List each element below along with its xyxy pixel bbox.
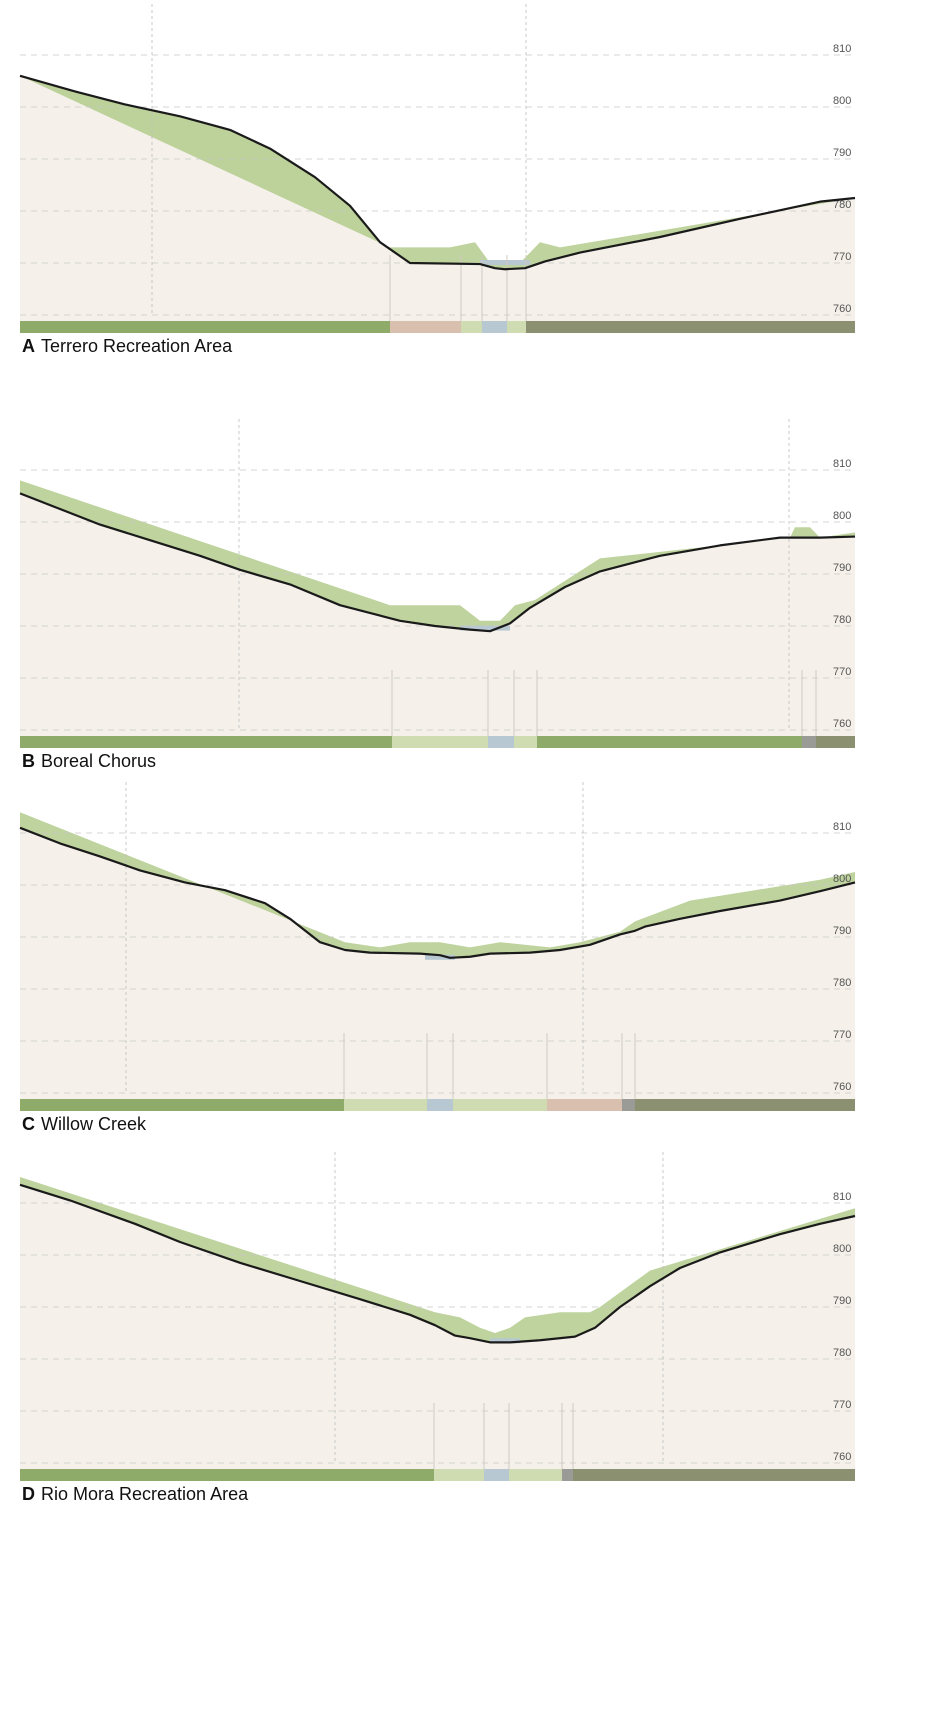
panel-title: Boreal Chorus xyxy=(41,751,156,771)
ground-fill xyxy=(20,493,855,736)
terrain-profile-line xyxy=(19,74,856,271)
panel-title: Rio Mora Recreation Area xyxy=(41,1484,249,1504)
elevation-tick-label: 770 xyxy=(833,251,851,263)
strip-segment-meadow xyxy=(392,736,488,748)
elevation-tick-label: 790 xyxy=(833,925,851,937)
elevation-tick-label: 790 xyxy=(833,147,851,159)
elevation-tick-label: 770 xyxy=(833,1399,851,1411)
strip-segment-gray xyxy=(622,1099,635,1111)
elevation-tick-label: 760 xyxy=(833,1451,851,1463)
panel-caption: D Rio Mora Recreation Area xyxy=(22,1484,249,1504)
elevation-tick-label: 780 xyxy=(833,199,851,211)
elevation-tick-label: 760 xyxy=(833,303,851,315)
elevation-tick-label: 810 xyxy=(833,43,851,55)
strip-segment-water xyxy=(484,1469,509,1481)
elevation-tick-label: 800 xyxy=(833,95,851,107)
panel-title: Terrero Recreation Area xyxy=(41,336,233,356)
panel-caption: C Willow Creek xyxy=(22,1114,147,1134)
strip-segment-water xyxy=(482,321,507,333)
strip-segment-bare xyxy=(547,1099,622,1111)
strip-segment-forest xyxy=(635,1099,855,1111)
strip-segment-meadow xyxy=(461,321,482,333)
water-body xyxy=(480,260,530,265)
elevation-tick-label: 770 xyxy=(833,1029,851,1041)
strip-segment-water xyxy=(488,736,514,748)
strip-segment-upland xyxy=(20,736,392,748)
strip-segment-forest xyxy=(526,321,855,333)
strip-segment-bare xyxy=(390,321,461,333)
elevation-tick-label: 760 xyxy=(833,718,851,730)
vegetation-band xyxy=(20,812,855,958)
elevation-tick-label: 770 xyxy=(833,666,851,678)
strip-segment-upland xyxy=(20,321,390,333)
strip-segment-upland xyxy=(20,1469,434,1481)
strip-segment-gray xyxy=(802,736,816,748)
panel-caption: B Boreal Chorus xyxy=(22,751,156,771)
strip-segment-water xyxy=(427,1099,453,1111)
water-body xyxy=(490,1338,520,1344)
elevation-tick-label: 780 xyxy=(833,614,851,626)
elevation-tick-label: 800 xyxy=(833,873,851,885)
water-body xyxy=(425,954,455,960)
terrain-profile-line xyxy=(19,492,856,633)
strip-segment-forest xyxy=(573,1469,855,1481)
elevation-tick-label: 810 xyxy=(833,1191,851,1203)
strip-segment-meadow xyxy=(509,1469,562,1481)
strip-segment-meadow xyxy=(507,321,526,333)
elevation-tick-label: 800 xyxy=(833,510,851,522)
elevation-tick-label: 800 xyxy=(833,1243,851,1255)
panel-letter: D xyxy=(22,1484,35,1504)
water-body xyxy=(460,625,510,631)
panel-title: Willow Creek xyxy=(41,1114,147,1134)
elevation-tick-label: 790 xyxy=(833,562,851,574)
strip-segment-meadow xyxy=(434,1469,484,1481)
strip-segment-upland xyxy=(537,736,802,748)
vegetation-band xyxy=(20,1177,855,1343)
strip-segment-meadow xyxy=(344,1099,427,1111)
strip-segment-forest xyxy=(816,736,855,748)
strip-segment-upland xyxy=(20,1099,344,1111)
elevation-tick-label: 780 xyxy=(833,977,851,989)
elevation-tick-label: 760 xyxy=(833,1081,851,1093)
panel-letter: B xyxy=(22,751,35,771)
strip-segment-meadow xyxy=(514,736,537,748)
elevation-tick-label: 780 xyxy=(833,1347,851,1359)
strip-segment-meadow xyxy=(453,1099,547,1111)
elevation-tick-label: 810 xyxy=(833,821,851,833)
terrain-profile-line xyxy=(19,1183,856,1344)
elevation-tick-label: 790 xyxy=(833,1295,851,1307)
panel-caption: A Terrero Recreation Area xyxy=(22,336,233,356)
panel-letter: C xyxy=(22,1114,35,1134)
panel-letter: A xyxy=(22,336,35,356)
terrain-profile-line xyxy=(19,826,856,959)
elevation-tick-label: 810 xyxy=(833,458,851,470)
strip-segment-gray xyxy=(562,1469,573,1481)
